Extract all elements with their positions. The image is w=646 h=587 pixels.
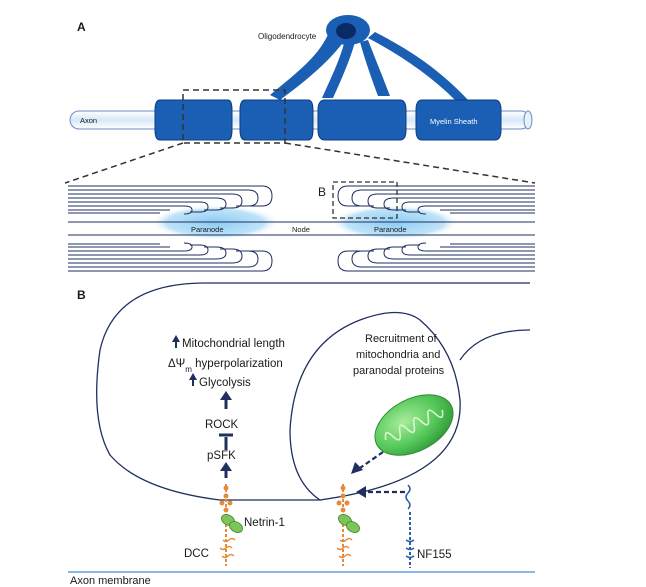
paranode-left-label: Paranode xyxy=(191,225,224,234)
effects-list: Mitochondrial length ΔΨm hyperpolarizati… xyxy=(168,335,285,389)
myelin-sheath-label: Myelin Sheath xyxy=(430,117,478,126)
zoom-selection xyxy=(64,89,536,184)
rock-label: ROCK xyxy=(205,419,239,431)
netrin-label: Netrin-1 xyxy=(244,517,285,529)
dashed-arrow-head-icon xyxy=(351,462,363,474)
arrow-up-icon xyxy=(220,462,232,471)
oligodendrocyte xyxy=(270,15,468,100)
recruitment-line-2: mitochondria and xyxy=(356,349,440,361)
up-arrow-icon xyxy=(189,373,197,386)
axon-label: Axon xyxy=(80,116,97,125)
effect-membrane-potential: ΔΨm hyperpolarization xyxy=(168,358,283,374)
dashed-arrow-head-icon xyxy=(356,486,366,498)
dcc-receptor-right xyxy=(336,484,360,566)
paranode-zoom xyxy=(68,181,535,272)
mitochondrion xyxy=(374,394,454,456)
dcc-label: DCC xyxy=(184,548,209,560)
paranode-right-label: Paranode xyxy=(374,225,407,234)
axon-membrane-label: Axon membrane xyxy=(70,575,151,587)
recruitment-line-3: paranodal proteins xyxy=(353,365,445,377)
myelin-segments xyxy=(154,99,502,141)
recruitment-line-1: Recruitment of xyxy=(365,333,437,345)
nf155-protein xyxy=(405,484,415,568)
psfk-label: pSFK xyxy=(207,450,236,462)
arrow-up-icon xyxy=(220,391,232,400)
signaling-cascade xyxy=(219,391,233,478)
effect-mitochondrial-length: Mitochondrial length xyxy=(182,338,285,350)
recruitment-arrows xyxy=(359,451,405,494)
myelin-outline xyxy=(96,282,531,501)
inset-b-box xyxy=(332,181,398,219)
panel-b-label: B xyxy=(77,288,86,302)
netrin-1-ligand xyxy=(221,514,243,533)
nf155-label: NF155 xyxy=(417,549,452,561)
effect-glycolysis: Glycolysis xyxy=(199,377,251,389)
inset-b-label: B xyxy=(318,185,326,199)
up-arrow-icon xyxy=(172,335,180,348)
panel-a-label: A xyxy=(77,20,86,34)
oligodendrocyte-label: Oligodendrocyte xyxy=(258,32,317,41)
node-label: Node xyxy=(292,225,310,234)
